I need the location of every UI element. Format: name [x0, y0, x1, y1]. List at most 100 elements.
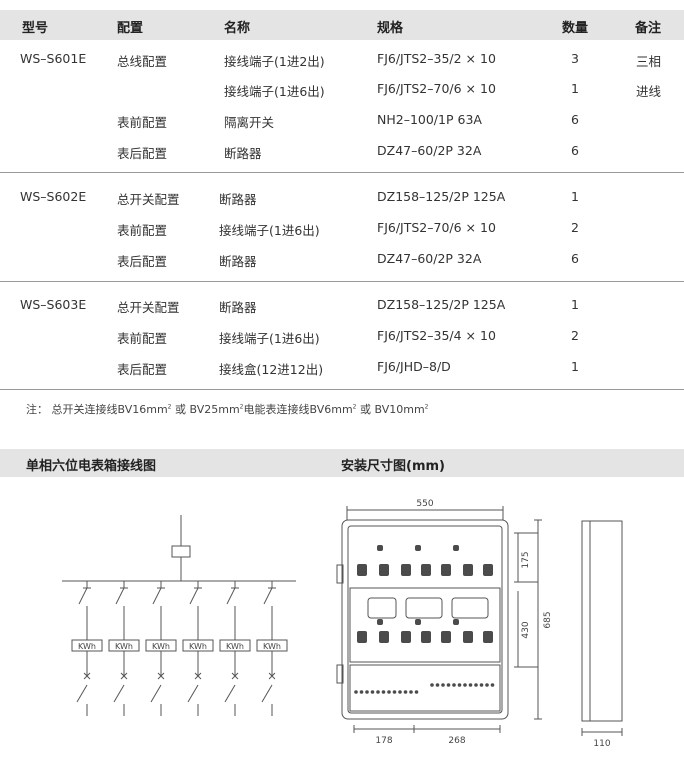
- spec-cell: FJ6/JHD–8/D: [377, 359, 451, 374]
- terminal-pin: [468, 683, 473, 687]
- terminal-blocks: [354, 683, 495, 694]
- qty-cell: 2: [571, 328, 579, 343]
- note-superscript: 2: [167, 403, 172, 411]
- spec-cell: NH2–100/1P 63A: [377, 112, 482, 127]
- header-config: 配置: [117, 21, 144, 36]
- meter-mount-marker: [401, 631, 411, 643]
- terminal-pin: [376, 690, 380, 694]
- header-spec: 规格: [377, 21, 404, 36]
- dim-width-label: 550: [416, 499, 433, 509]
- terminal-pin: [479, 683, 484, 687]
- model-cell: WS–S601E: [20, 51, 87, 66]
- meter-label: KWh: [189, 642, 207, 651]
- meter-mount-marker: [421, 631, 431, 643]
- terminal-pin: [485, 683, 489, 687]
- terminal-pin: [359, 690, 364, 694]
- meter-mount-marker: [377, 619, 383, 625]
- name-cell: 接线端子(1进2出): [224, 54, 325, 69]
- section-header-bar: [0, 449, 684, 477]
- note-superscript: 2: [352, 403, 357, 411]
- meter-mount-marker: [483, 631, 493, 643]
- dimension-drawing: 550 175 430 685 178 268 110: [336, 499, 623, 749]
- dim-depth-label: 110: [593, 739, 610, 749]
- meter-mount-marker: [357, 564, 367, 576]
- table-bottom-divider: [0, 389, 684, 390]
- meter-label: KWh: [115, 642, 133, 651]
- terminal-pin: [392, 690, 397, 694]
- qty-cell: 1: [571, 297, 579, 312]
- terminal-pin: [446, 683, 451, 687]
- remark-cell: 三相: [636, 54, 662, 69]
- config-cell: 总开关配置: [117, 300, 180, 315]
- meter-branch: KWh: [71, 581, 103, 716]
- dim-total-height-label: 685: [543, 611, 553, 628]
- terminal-pin: [370, 690, 375, 694]
- name-cell: 断路器: [224, 146, 262, 161]
- spec-cell: DZ47–60/2P 32A: [377, 251, 482, 266]
- meter-label: KWh: [152, 642, 170, 651]
- terminal-pin: [435, 683, 440, 687]
- qty-cell: 6: [571, 112, 579, 127]
- spec-cell: DZ158–125/2P 125A: [377, 297, 506, 312]
- name-cell: 断路器: [219, 192, 257, 207]
- terminal-pin: [490, 683, 495, 687]
- spec-cell: DZ47–60/2P 32A: [377, 143, 482, 158]
- spec-cell: FJ6/JTS2–70/6 × 10: [377, 220, 496, 235]
- note-superscript: 2: [239, 403, 244, 411]
- wiring-diagram-title: 单相六位电表箱接线图: [26, 459, 157, 474]
- terminal-pin: [452, 683, 456, 687]
- note-part: 电能表连接线BV6mm: [243, 403, 353, 416]
- table-header-bar: [0, 10, 684, 40]
- meter-mount-marker: [441, 564, 451, 576]
- terminal-pin: [398, 690, 402, 694]
- terminal-pin: [474, 683, 478, 687]
- dim-bottom-left-label: 178: [375, 736, 392, 746]
- config-cell: 表后配置: [117, 254, 168, 269]
- qty-cell: 1: [571, 359, 579, 374]
- meter-mount-marker: [463, 564, 473, 576]
- terminal-pin: [381, 690, 386, 694]
- group-divider: [0, 281, 684, 282]
- name-cell: 接线端子(1进6出): [224, 84, 325, 99]
- meter-branch: KWh: [219, 581, 251, 716]
- meter-mount-marker: [379, 564, 389, 576]
- meter-label: KWh: [226, 642, 244, 651]
- meter-mount-marker: [379, 631, 389, 643]
- qty-cell: 3: [571, 51, 579, 66]
- config-cell: 表后配置: [117, 362, 168, 377]
- config-cell: 表前配置: [117, 331, 168, 346]
- dimension-diagram-title: 安装尺寸图(mm): [341, 459, 445, 474]
- terminal-pin: [430, 683, 434, 687]
- terminal-pin: [414, 690, 419, 694]
- config-cell: 表后配置: [117, 146, 168, 161]
- spec-cell: FJ6/JTS2–70/6 × 10: [377, 81, 496, 96]
- qty-cell: 6: [571, 143, 579, 158]
- meter-label: KWh: [263, 642, 281, 651]
- meter-mount-marker: [463, 631, 473, 643]
- header-qty: 数量: [562, 21, 589, 36]
- terminal-pin: [387, 690, 391, 694]
- group-divider: [0, 172, 684, 173]
- config-cell: 表前配置: [117, 115, 168, 130]
- meter-markers: [357, 545, 493, 643]
- spec-cell: DZ158–125/2P 125A: [377, 189, 506, 204]
- wiring-diagram: KWh KWh KWh KWh KWh KWh: [62, 515, 296, 716]
- dim-bottom-right-label: 268: [448, 736, 465, 746]
- spec-cell: FJ6/JTS2–35/4 × 10: [377, 328, 496, 343]
- spec-cell: FJ6/JTS2–35/2 × 10: [377, 51, 496, 66]
- header-remark: 备注: [635, 21, 662, 36]
- name-cell: 断路器: [219, 254, 257, 269]
- meter-mount-marker: [441, 631, 451, 643]
- config-cell: 总开关配置: [117, 192, 180, 207]
- name-cell: 接线盒(12进12出): [219, 362, 324, 377]
- name-cell: 接线端子(1进6出): [219, 331, 320, 346]
- terminal-pin: [409, 690, 413, 694]
- meter-mount-marker: [415, 545, 421, 551]
- meter-mount-marker: [357, 631, 367, 643]
- meter-branch: KWh: [182, 581, 214, 716]
- note-part: 或 BV25mm: [175, 403, 240, 416]
- terminal-pin: [365, 690, 369, 694]
- meter-mount-marker: [421, 564, 431, 576]
- meter-mount-marker: [377, 545, 383, 551]
- note-prefix: 注：: [26, 403, 48, 416]
